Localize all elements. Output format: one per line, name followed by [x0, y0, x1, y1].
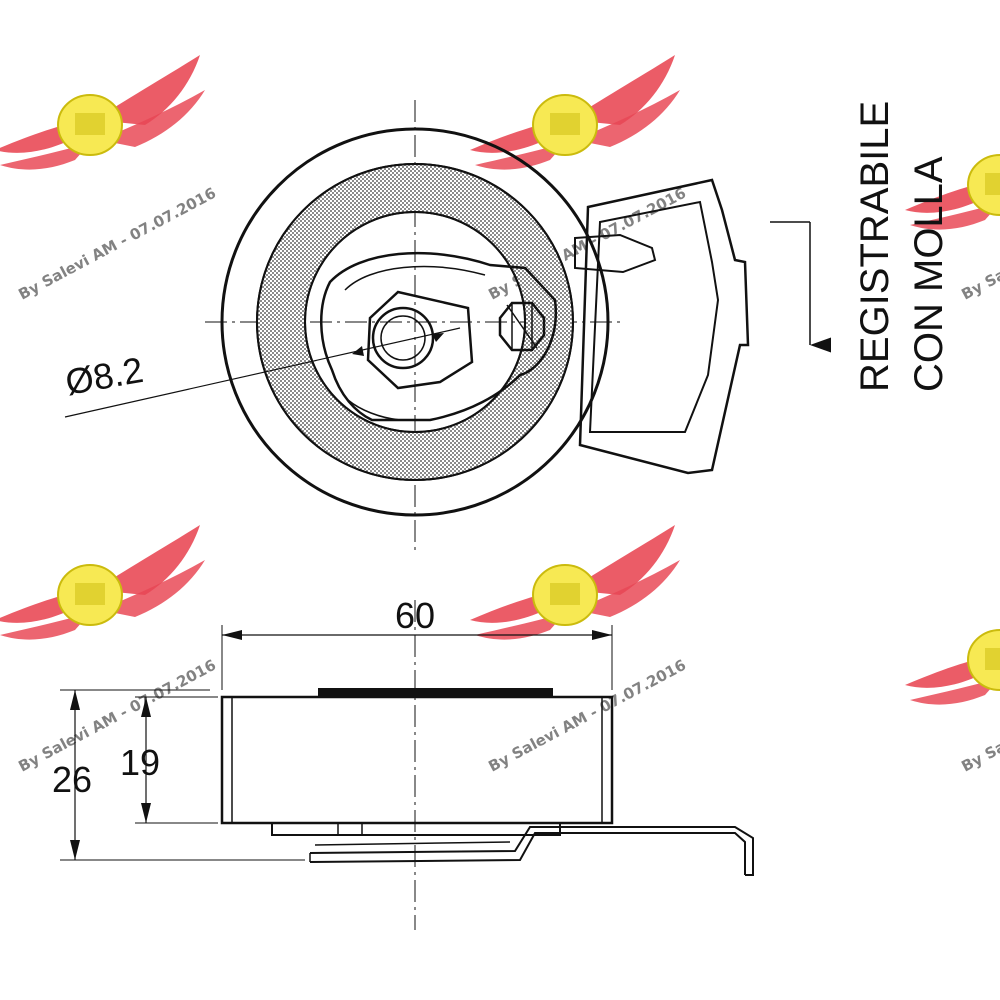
bore-diameter-label: Ø8.2 — [62, 349, 146, 403]
note-line-1: REGISTRABILE — [853, 101, 897, 392]
pulley-height-label: 19 — [120, 742, 160, 783]
watermark-text: By Salevi AM - 07.07.2016 — [485, 656, 689, 776]
adjustment-arrow — [770, 221, 831, 353]
top-view: Ø8.2 — [62, 100, 750, 550]
adjustable-note: REGISTRABILE CON MOLLA — [853, 101, 951, 392]
total-height-label: 26 — [52, 759, 92, 800]
side-view: 60 26 19 — [52, 595, 754, 930]
watermark-text: By Salevi AM - 07.07.2016 — [15, 184, 219, 304]
note-line-2: CON MOLLA — [907, 156, 951, 392]
width-dimension-label: 60 — [395, 595, 435, 636]
watermark-text: By Salevi AM - 07.07.2016 — [15, 656, 219, 776]
